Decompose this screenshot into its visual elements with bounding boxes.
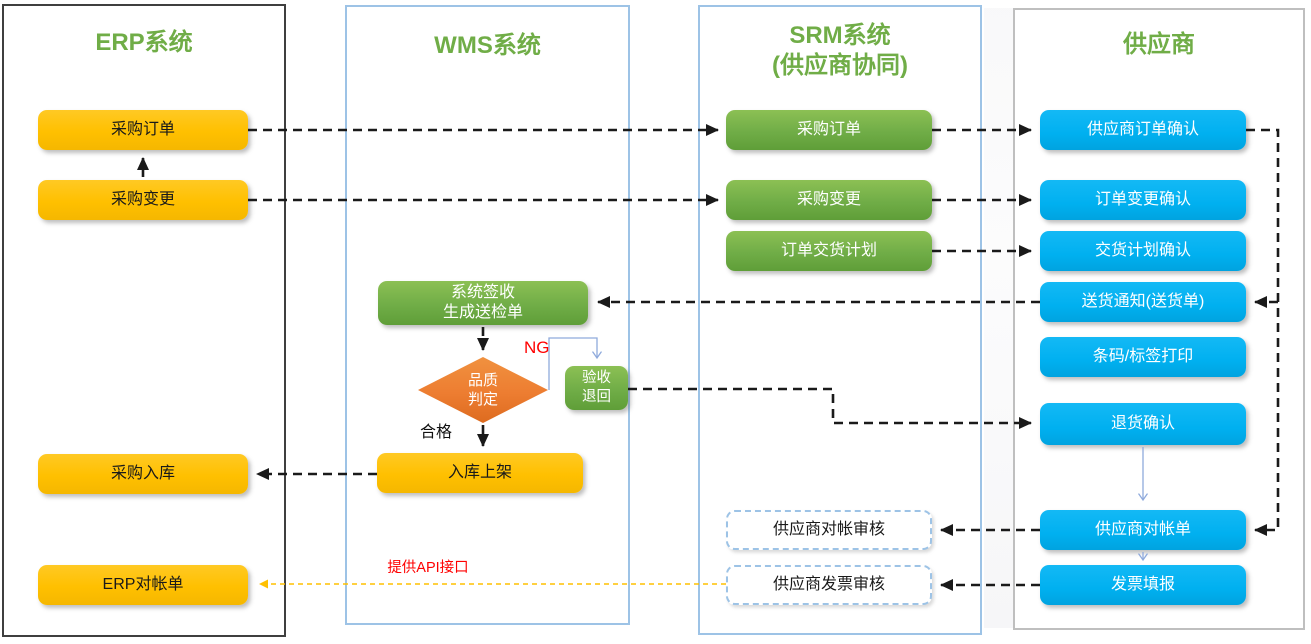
lane-title-wms: WMS系统	[434, 32, 541, 59]
node-barcode-label-print: 条码/标签打印	[1040, 337, 1246, 377]
lane-title-srm: SRM系统 (供应商协同)	[772, 22, 908, 79]
lane-divider-band	[984, 8, 1013, 628]
node-putaway: 入库上架	[377, 453, 583, 493]
node-purchase-change-srm: 采购变更	[726, 180, 932, 220]
label-pass: 合格	[420, 424, 453, 441]
node-delivery-notice: 送货通知(送货单)	[1040, 282, 1246, 322]
node-purchase-order-srm: 采购订单	[726, 110, 932, 150]
node-return-confirm: 退货确认	[1040, 403, 1246, 445]
node-purchase-change-erp: 采购变更	[38, 180, 248, 220]
node-delivery-plan-srm: 订单交货计划	[726, 231, 932, 271]
node-supplier-statement: 供应商对帐单	[1040, 510, 1246, 550]
lane-erp	[2, 4, 286, 637]
node-invoice-fill: 发票填报	[1040, 565, 1246, 605]
node-erp-statement: ERP对帐单	[38, 565, 248, 605]
node-purchase-order-erp: 采购订单	[38, 110, 248, 150]
node-inspection-return: 验收 退回	[565, 366, 628, 410]
node-purchase-receipt-erp: 采购入库	[38, 454, 248, 494]
node-supplier-order-confirm: 供应商订单确认	[1040, 110, 1246, 150]
node-system-signin: 系统签收 生成送检单	[378, 281, 588, 325]
lane-title-erp: ERP系统	[95, 29, 193, 56]
node-delivery-plan-confirm: 交货计划确认	[1040, 231, 1246, 271]
label-ng: NG	[524, 338, 550, 357]
label-api-interface: 提供API接口	[387, 560, 469, 576]
node-invoice-audit: 供应商发票审核	[726, 565, 932, 605]
node-order-change-confirm: 订单变更确认	[1040, 180, 1246, 220]
node-statement-audit: 供应商对帐审核	[726, 510, 932, 550]
lane-title-supplier: 供应商	[1123, 31, 1195, 58]
